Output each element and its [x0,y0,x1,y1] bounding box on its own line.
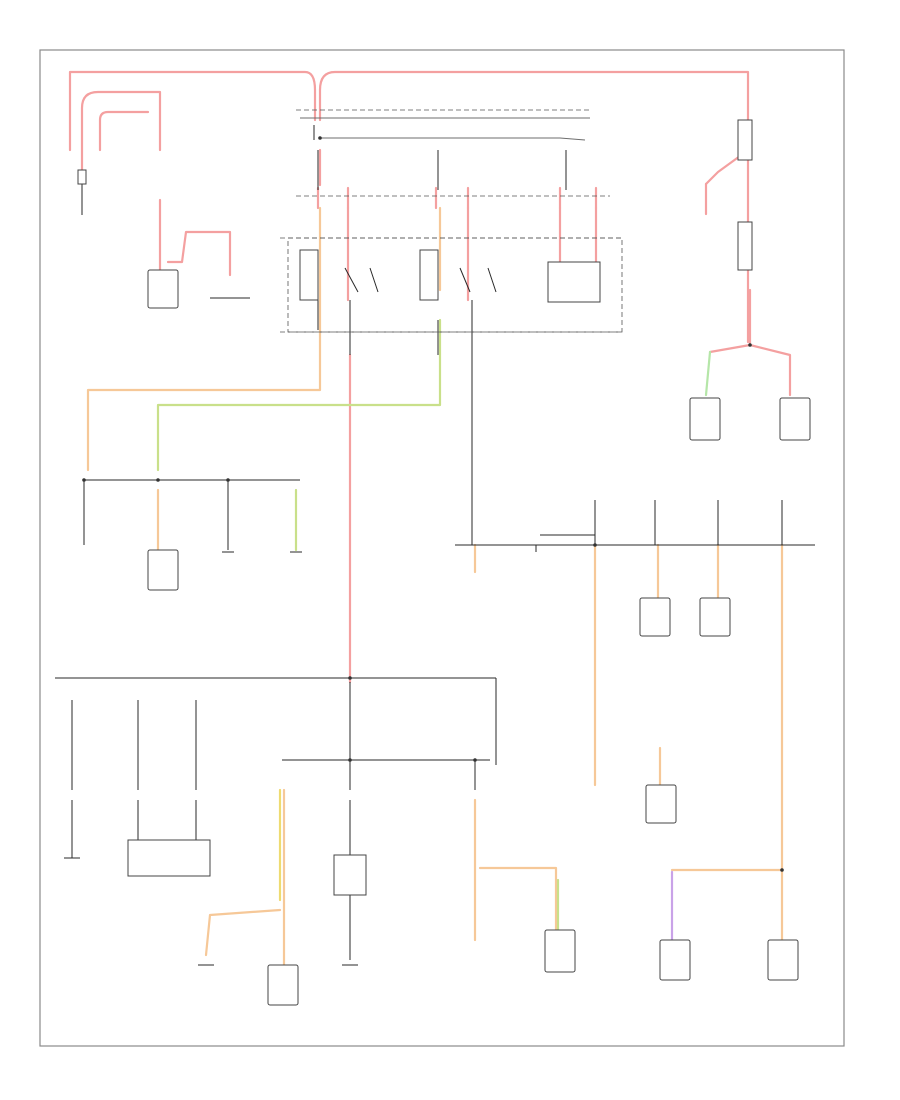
fuse-relay-box-right [737,119,753,161]
instrument-panel-fuse-box [127,839,211,877]
stoplight-switch-box [147,549,179,591]
left-rear-lamp-box [659,939,691,981]
components [64,119,811,1006]
diagram-frame [39,49,845,1047]
ground-symbols [64,551,358,966]
control-wires [55,109,815,960]
right-rear-lamp-box [767,939,799,981]
underhood-fuse-relay-box [287,237,623,333]
starter-motor-box [147,269,179,309]
battery-symbol [77,169,87,185]
left-front-lamp-box [544,929,576,973]
main-power-wires [68,70,792,684]
branch-wires [86,206,784,967]
right-headlight-box [779,397,811,441]
splice-nodes [82,136,784,872]
left-headlight-box [689,397,721,441]
